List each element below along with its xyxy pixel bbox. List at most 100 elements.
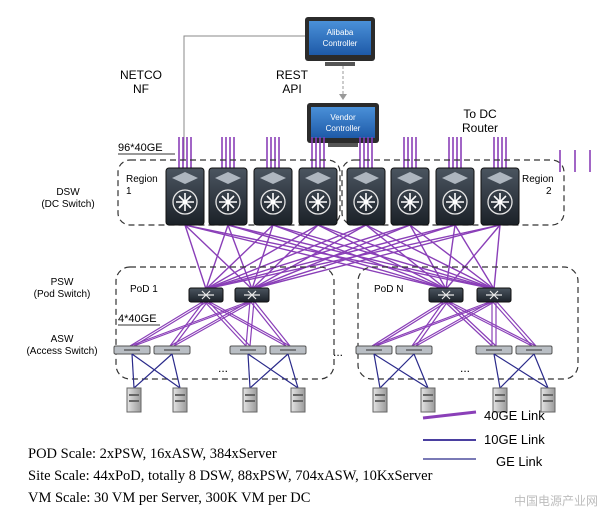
dsw-switch-2 (208, 167, 248, 226)
psw-asw-link (491, 300, 533, 347)
psw-asw-link (133, 300, 255, 347)
region-2-number: 2 (546, 186, 552, 197)
dsw-psw-link (454, 224, 495, 290)
server-slot (423, 394, 433, 396)
asw-layer-sub: (Access Switch) (26, 346, 97, 357)
switch-arrows-icon (176, 193, 194, 211)
psw-asw-link (447, 300, 537, 347)
dsw-psw-link (365, 224, 447, 290)
dsw-psw-link (205, 224, 501, 290)
server-slot (245, 400, 255, 402)
asw-switch-1 (113, 345, 151, 355)
server-slot (175, 400, 185, 402)
dsw-psw-link (227, 224, 447, 290)
server-2 (172, 387, 188, 413)
psw-asw-link (443, 300, 533, 347)
psw-asw-link (203, 300, 247, 347)
switch-symbol-icon (487, 189, 513, 215)
switch-arrows-icon (401, 193, 419, 211)
psw-asw-link (169, 300, 251, 347)
ge-links (131, 353, 549, 389)
server-3 (242, 387, 258, 413)
psw-asw-link (207, 300, 251, 347)
pod-scale-text: POD Scale: 2xPSW, 16xASW, 384xServer (28, 446, 277, 462)
psw-switches (188, 287, 512, 303)
switch-arrows-icon (357, 193, 375, 211)
dsw-psw-link (205, 224, 229, 290)
asw-server-link (133, 353, 173, 389)
dsw-psw-link (184, 224, 447, 290)
dsw-switch-6 (390, 167, 430, 226)
api-label: API (282, 82, 301, 96)
dsw-layer-sub: (DC Switch) (41, 199, 94, 210)
psw-asw-link (447, 300, 497, 347)
psw-asw-link (375, 300, 449, 347)
switch-top-icon (353, 172, 379, 184)
legend-ge-label: GE Link (496, 454, 543, 469)
psw-switch-3 (428, 287, 464, 303)
psw-asw-link (169, 300, 205, 347)
asw-switch-2 (153, 345, 191, 355)
psw-asw-mesh (129, 300, 537, 347)
psw-asw-link (371, 300, 445, 347)
asw-switch-3 (229, 345, 267, 355)
pod-n-box (357, 266, 579, 380)
dsw-psw-link (205, 224, 411, 290)
legend-40ge-label: 40GE Link (484, 408, 545, 423)
netco-label: NETCO (120, 68, 162, 82)
switch-top-icon (172, 172, 198, 184)
server-5 (372, 387, 388, 413)
dsw-psw-link (272, 224, 447, 290)
psw-asw-link (415, 300, 497, 347)
psw-asw-link (129, 300, 205, 347)
switch-symbol-icon (353, 189, 379, 215)
dsw-psw-link (205, 224, 456, 290)
server-slot (175, 394, 185, 396)
link-4-label: 4*40GE (118, 313, 157, 325)
dsw-psw-link (251, 224, 501, 290)
asw-switch-4 (269, 345, 307, 355)
router-label: Router (462, 121, 498, 135)
server-slot (293, 394, 303, 396)
switch-symbol-icon (442, 189, 468, 215)
dsw-psw-link (205, 224, 319, 290)
dsw-psw-mesh (184, 224, 501, 290)
dsw-psw-link (365, 224, 495, 290)
link-96-label: 96*40GE (118, 142, 163, 154)
ellipsis-pod1: ... (218, 361, 228, 375)
psw-switch-4 (476, 287, 512, 303)
switch-arrows-icon (309, 193, 327, 211)
asw-server-link (373, 353, 381, 389)
dsw-psw-link (184, 224, 207, 290)
pod-1-box (115, 266, 335, 380)
psw-asw-link (173, 300, 209, 347)
pod-n-label: PoD N (374, 284, 403, 295)
server-4 (290, 387, 306, 413)
asw-switch-6 (395, 345, 433, 355)
switch-arrows-icon (198, 290, 214, 300)
server-6 (420, 387, 436, 413)
server-slot (293, 400, 303, 402)
switch-symbol-icon (260, 189, 286, 215)
region-1-number: 1 (126, 186, 132, 197)
switch-top-icon (397, 172, 423, 184)
switch-arrows-icon (244, 290, 260, 300)
switch-arrows-icon (219, 193, 237, 211)
ellipsis-mid: ... (333, 345, 343, 359)
asw-server-link (131, 353, 135, 389)
server-slot (423, 400, 433, 402)
alibaba-controller-line2: Controller (323, 39, 358, 48)
asw-server-link (533, 353, 549, 389)
asw-switch-5 (355, 345, 393, 355)
switch-symbol-icon (172, 189, 198, 215)
server-1 (126, 387, 142, 413)
switch-top-icon (305, 172, 331, 184)
vendor-controller-line1: Vendor (330, 113, 356, 122)
server-slot (495, 400, 505, 402)
switch-symbol-icon (305, 189, 331, 215)
switch-top-icon (487, 172, 513, 184)
psw-asw-link (375, 300, 497, 347)
psw-layer-label: PSW (51, 277, 74, 288)
server-slot (495, 394, 505, 396)
